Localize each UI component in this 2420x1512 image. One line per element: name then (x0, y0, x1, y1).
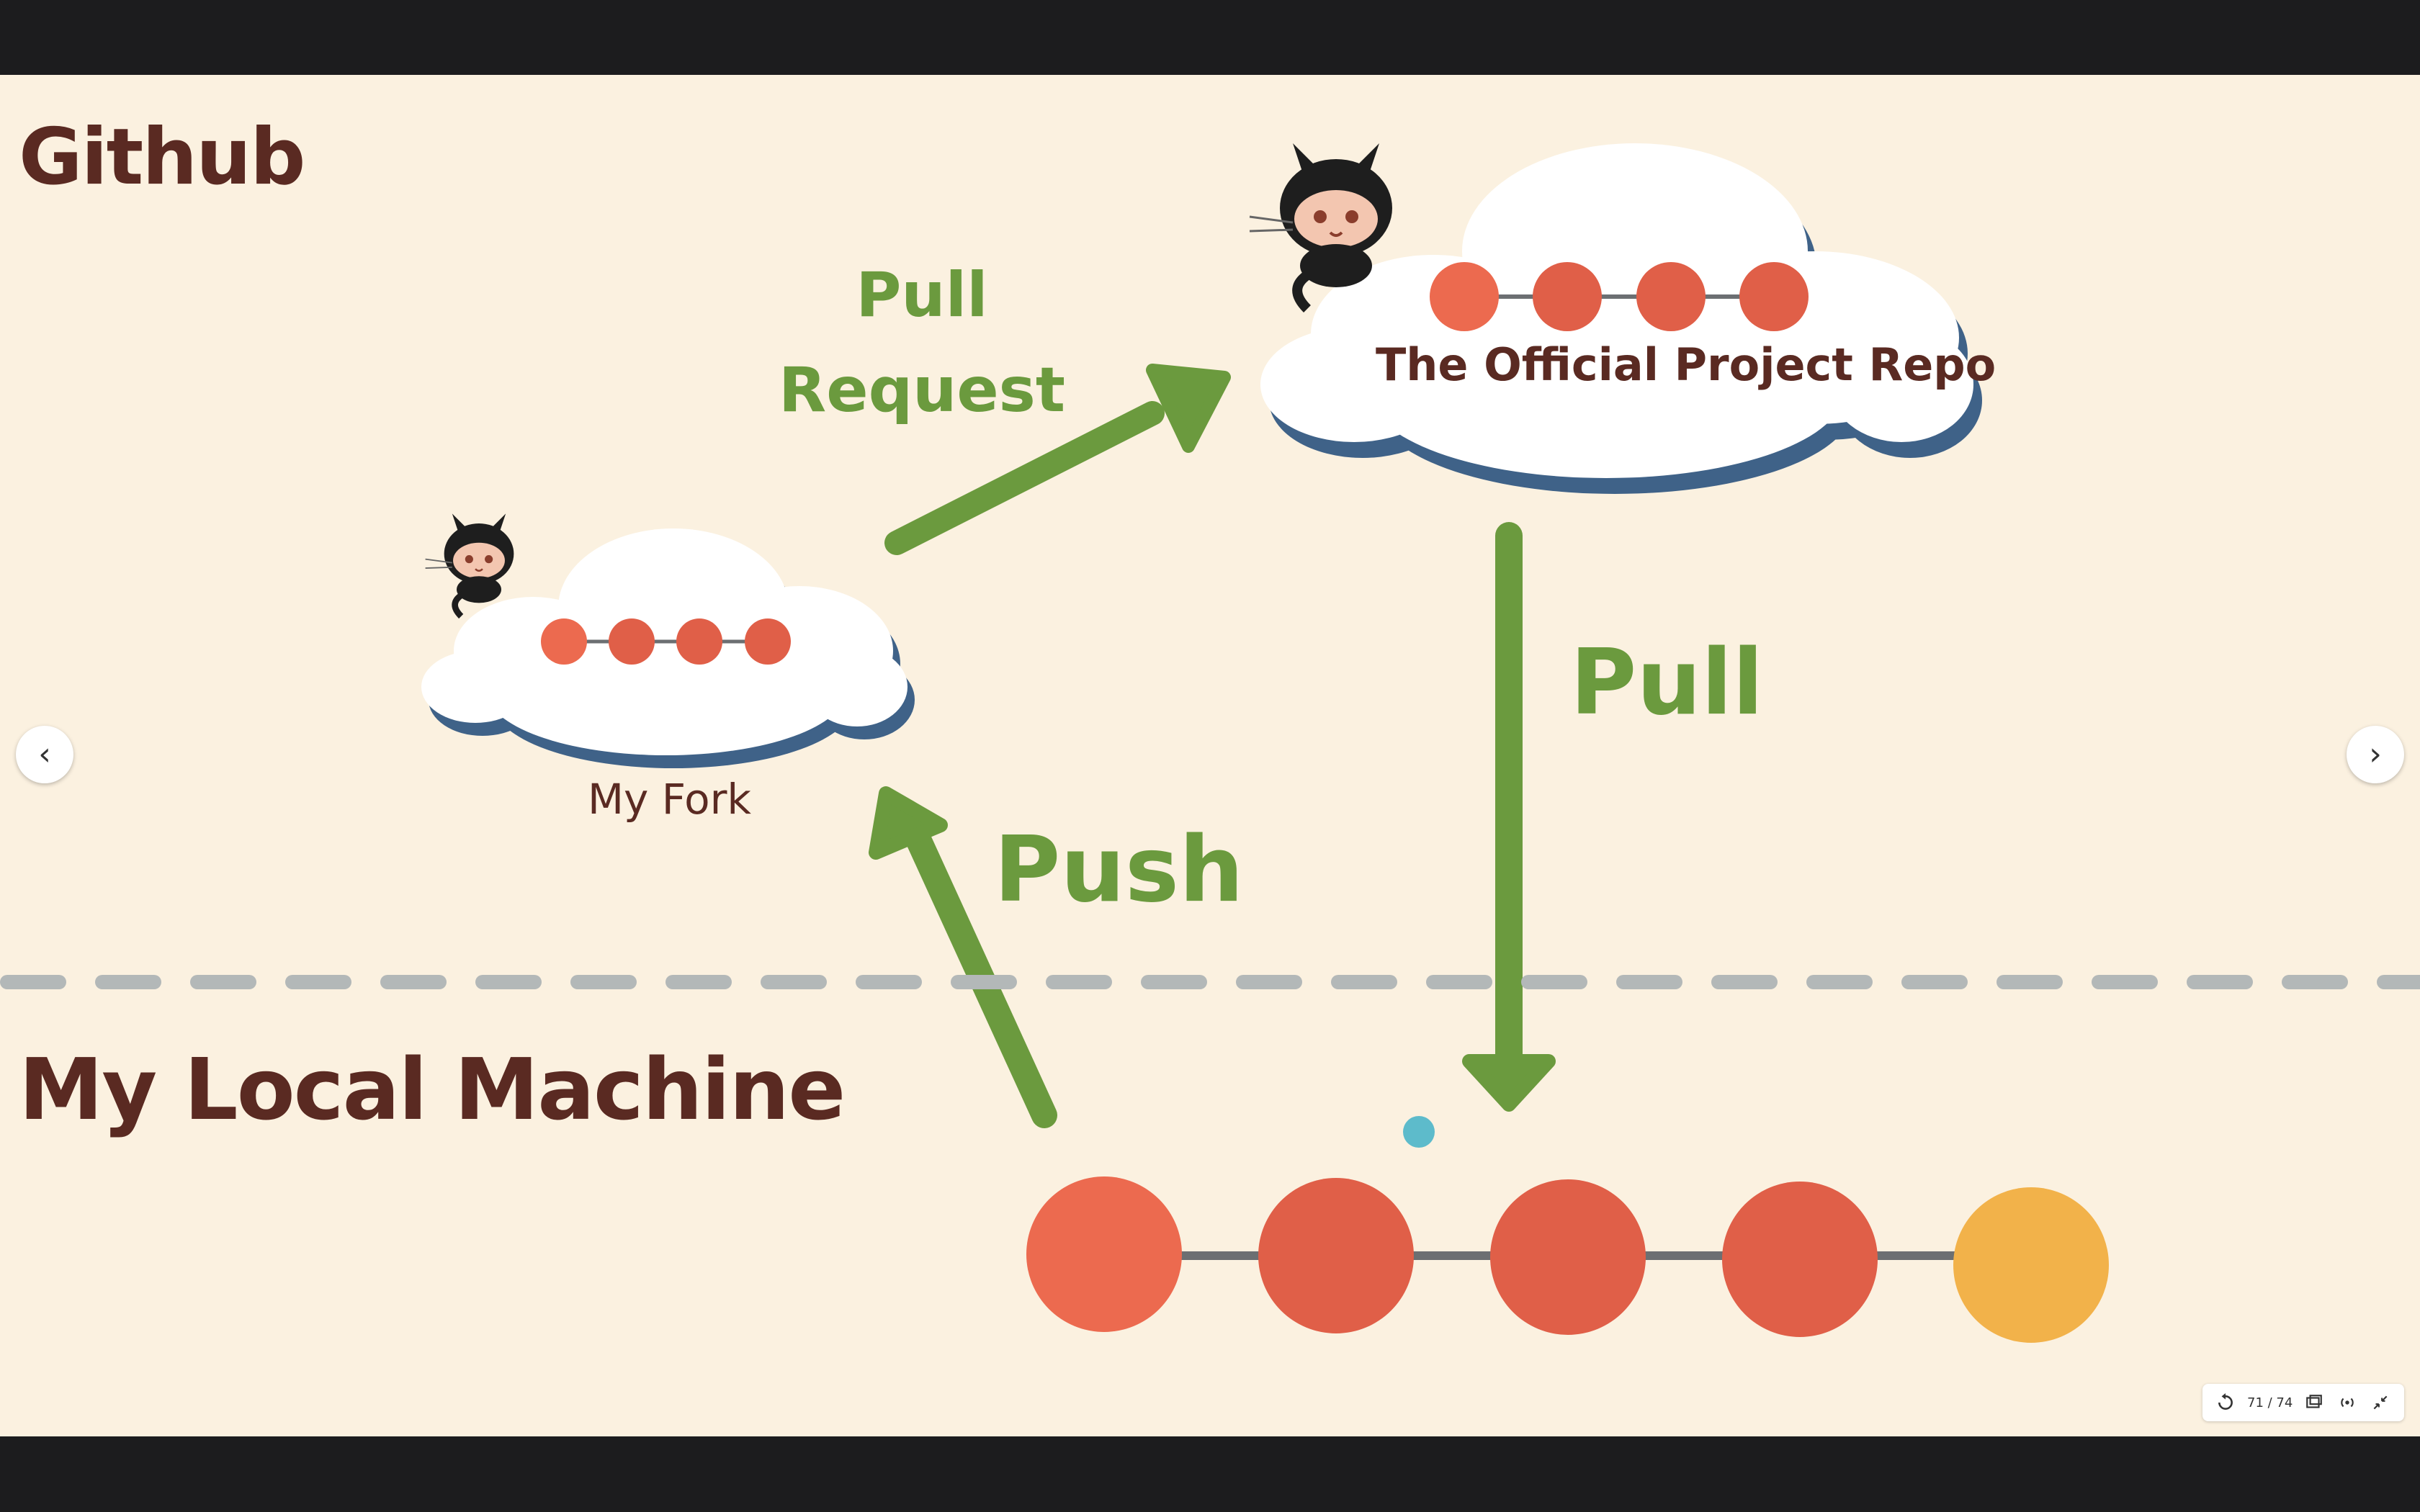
local-commit-3 (1490, 1179, 1646, 1335)
push-arrow (869, 786, 1057, 1128)
pull-label: Pull (1570, 629, 1764, 735)
pull-request-label: Pull Request (771, 248, 1073, 438)
replay-icon[interactable] (2214, 1391, 2237, 1414)
player-controls: 71 / 74 (2202, 1384, 2404, 1421)
pull-request-arrow (884, 364, 1231, 555)
official-commit-1 (1430, 262, 1499, 331)
page-indicator: 71 / 74 (2247, 1395, 2293, 1410)
local-machine-title: My Local Machine (19, 1040, 846, 1139)
fork-commit-1 (541, 618, 587, 665)
pull-request-label-line1: Pull (856, 259, 988, 331)
next-slide-button[interactable]: › (2347, 726, 2404, 783)
bottom-black-bar (0, 1436, 2420, 1512)
fork-commit-2 (609, 618, 655, 665)
pointer-cursor (1403, 1116, 1435, 1148)
chevron-left-icon: ‹ (38, 736, 51, 773)
octocat-icon (1249, 143, 1392, 312)
broadcast-icon[interactable] (2336, 1391, 2359, 1414)
github-title: Github (19, 112, 305, 202)
top-black-bar (0, 0, 2420, 75)
chevron-right-icon: › (2369, 736, 2382, 773)
pull-arrow (1462, 522, 1556, 1112)
pull-request-label-line2: Request (779, 354, 1065, 426)
my-fork-label: My Fork (588, 775, 752, 824)
local-commits (1026, 1176, 2109, 1343)
local-commit-5 (1953, 1187, 2109, 1343)
local-commit-1 (1026, 1176, 1182, 1332)
collapse-icon[interactable] (2369, 1391, 2392, 1414)
official-commit-3 (1636, 262, 1706, 331)
octocat-icon (425, 513, 514, 619)
push-label: Push (994, 816, 1244, 922)
window-icon[interactable] (2303, 1391, 2326, 1414)
local-commit-4 (1722, 1182, 1878, 1337)
slide-illustration (0, 143, 2420, 1343)
fork-commits (541, 618, 791, 665)
official-commit-4 (1739, 262, 1809, 331)
official-repo-commits (1430, 262, 1809, 331)
official-commit-2 (1533, 262, 1602, 331)
slide-canvas: Github My Local Machine Pull Request Pul… (0, 75, 2420, 1436)
fork-commit-3 (676, 618, 722, 665)
previous-slide-button[interactable]: ‹ (16, 726, 73, 783)
fork-commit-4 (745, 618, 791, 665)
official-repo-label: The Official Project Repo (1376, 338, 1996, 391)
local-commit-2 (1258, 1178, 1414, 1333)
